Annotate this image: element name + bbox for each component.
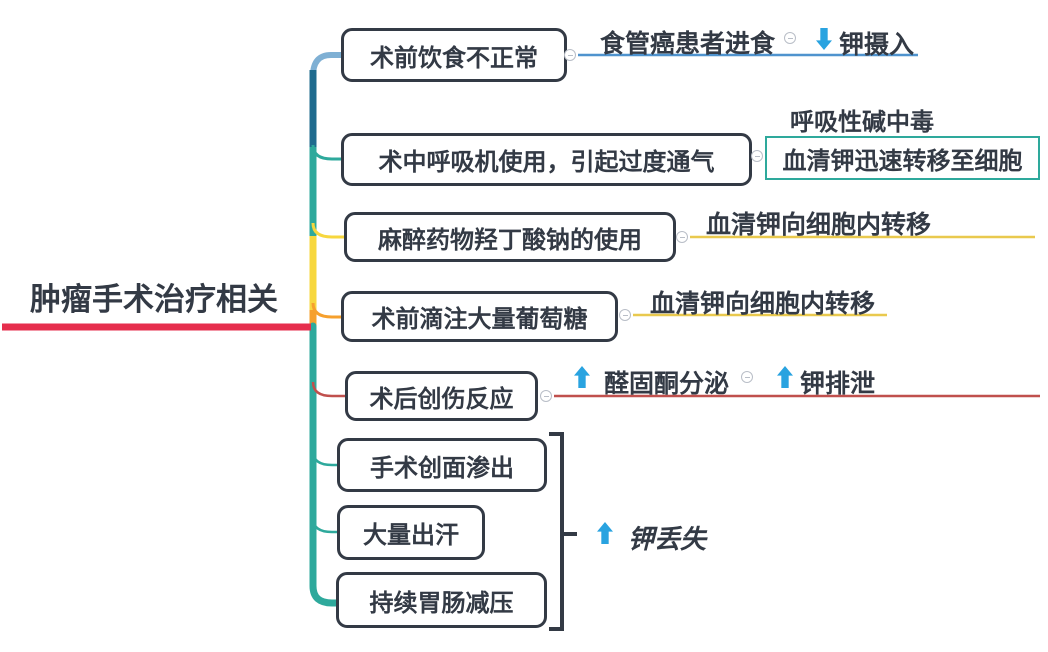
collapse-minus-icon[interactable] [751, 150, 763, 162]
branch3-curve [311, 222, 344, 239]
branch3-node[interactable]: 麻醉药物羟丁酸钠的使用 [344, 212, 676, 262]
collapse-minus-icon[interactable] [784, 32, 796, 44]
group-outcome-label[interactable]: 钾丢失 [628, 524, 707, 554]
branch6-node[interactable]: 手术创面渗出 [337, 438, 547, 492]
branch4-node[interactable]: 术前滴注大量葡萄糖 [341, 291, 618, 342]
branch4-child-label[interactable]: 血清钾向细胞内转移 [650, 290, 876, 318]
branch5-curve [311, 381, 345, 398]
branch7-curve [311, 517, 337, 534]
branch7-node[interactable]: 大量出汗 [337, 505, 485, 560]
group-bracket [549, 432, 564, 631]
branch4-curve [311, 302, 341, 319]
branch1-child2-label[interactable]: 钾摄入 [839, 31, 915, 59]
collapse-minus-icon[interactable] [619, 309, 631, 321]
branch1-child1-label[interactable]: 食管癌患者进食 [600, 30, 776, 58]
branch2-child2-node[interactable]: 血清钾迅速转移至细胞 [765, 136, 1040, 180]
branch6-curve [311, 450, 337, 467]
branch1-node[interactable]: 术前饮食不正常 [341, 28, 567, 82]
branch2-child1-label[interactable]: 呼吸性碱中毒 [790, 109, 934, 136]
branch8-node[interactable]: 持续胃肠减压 [336, 572, 547, 628]
branch5-node[interactable]: 术后创伤反应 [345, 371, 538, 421]
branch2-node[interactable]: 术中呼吸机使用，引起过度通气 [341, 133, 752, 186]
collapse-minus-icon[interactable] [676, 231, 688, 243]
collapse-minus-icon[interactable] [540, 390, 552, 402]
collapse-minus-icon[interactable] [741, 371, 753, 383]
collapse-minus-icon[interactable] [564, 49, 576, 61]
trunk-top-curve [310, 52, 344, 79]
root-node-label[interactable]: 肿瘤手术治疗相关 [30, 282, 278, 317]
branch5-child2-label[interactable]: 钾排泄 [800, 370, 876, 398]
trunk-teal-lower-segment [309, 322, 345, 607]
branch2-curve [311, 144, 341, 161]
branch3-child-label[interactable]: 血清钾向细胞内转移 [706, 211, 932, 239]
branch5-child1-label[interactable]: 醛固酮分泌 [604, 370, 730, 398]
